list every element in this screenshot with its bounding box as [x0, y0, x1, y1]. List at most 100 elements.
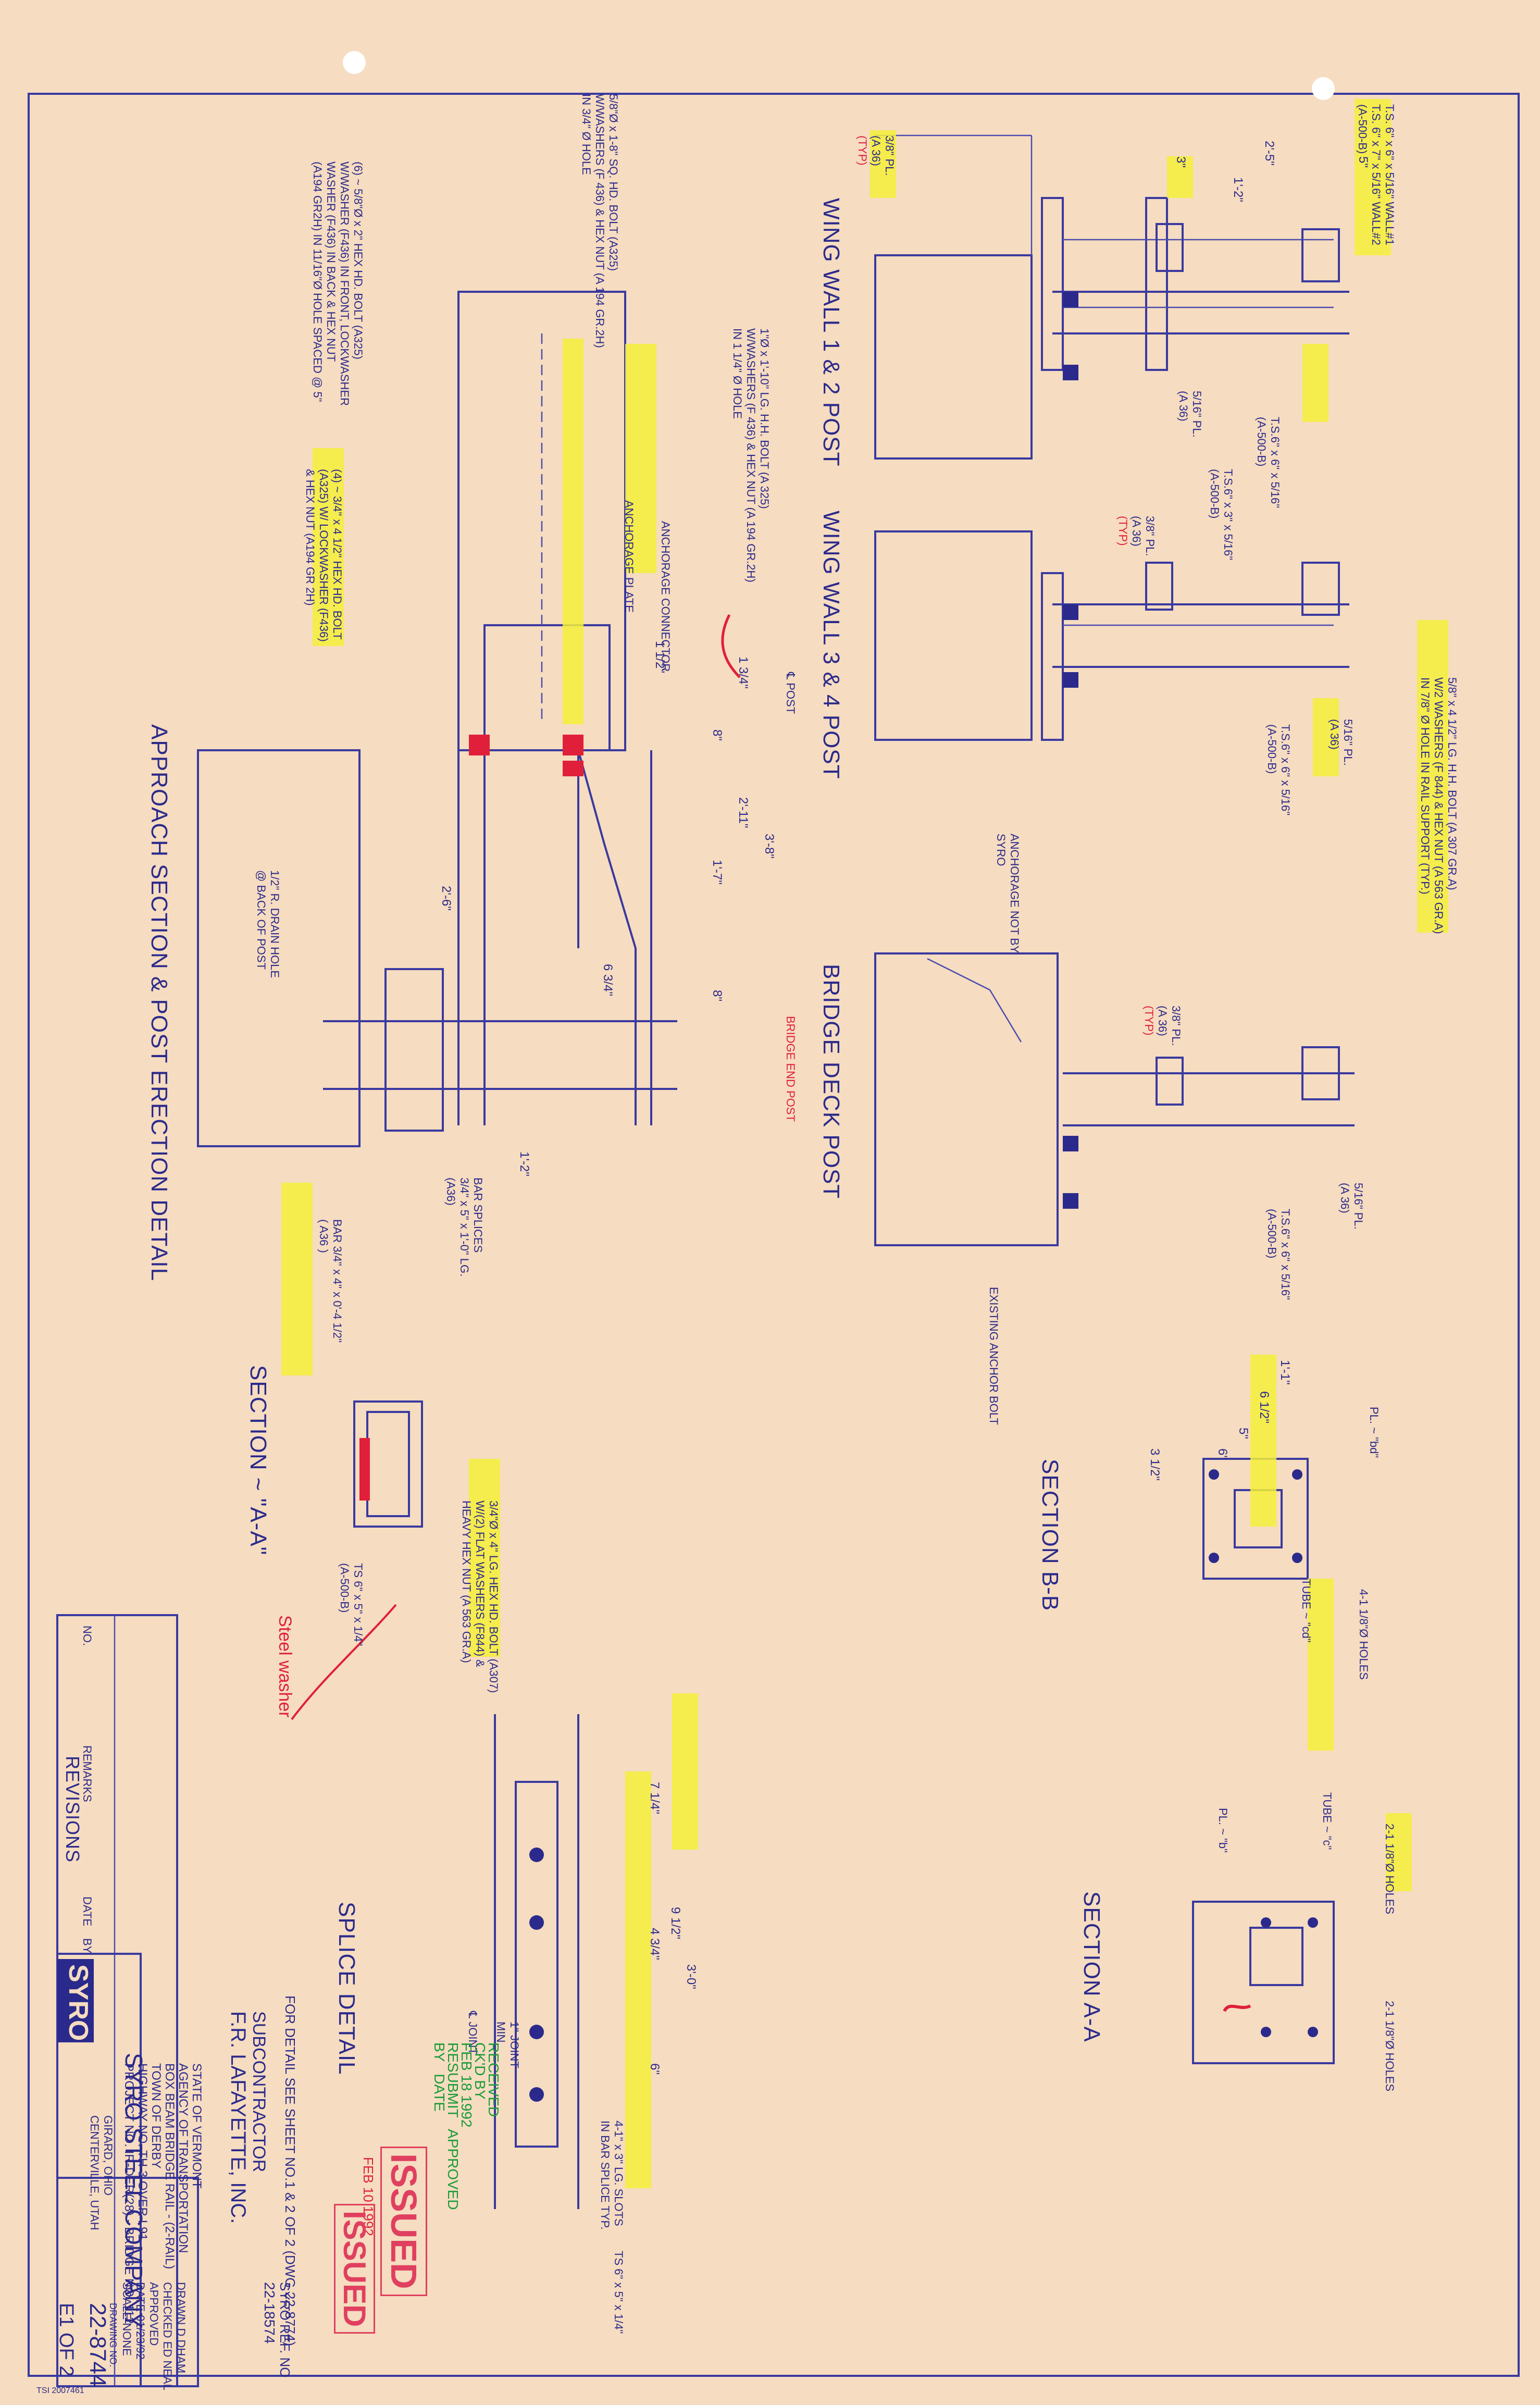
dim-7-14: 7 1/4" — [648, 1782, 662, 1814]
note-ts-6x6-b: T.S.6" x 6" x 5/16"(A-500-B) — [1265, 724, 1292, 816]
note-holes-2: 2-1 1/8"Ø HOLES — [1383, 1824, 1396, 1915]
syro-logo — [57, 1959, 94, 2042]
dim-2-6: 2'-6" — [439, 886, 453, 911]
note-pl-516: 5/16" PL.(A 36) — [1177, 391, 1203, 438]
approach-section-drawing — [197, 291, 677, 1147]
rev-title: REVISIONS — [62, 1756, 83, 1863]
note-tube-cd: TUBE ~ "cd" — [1300, 1579, 1313, 1643]
dim-6-34: 6 3/4" — [601, 964, 615, 996]
note-bar2: BAR 3/4" x 4" x 0'-4 1/2"( A36 ) — [317, 1219, 344, 1343]
note-ts-654b: TS 6" x 5" x 1/4" — [612, 2251, 625, 2334]
note-ts-6x3: T.S.6" x 3" x 5/16"(A-500-B) — [1208, 469, 1235, 561]
dim-3: 3" — [1174, 156, 1188, 168]
dim-1-2b: 1'-2" — [517, 1151, 531, 1176]
view-title-section-aa-small: SECTION ~ "A-A" — [245, 1365, 271, 1556]
note-pl-b: PL. ~ "b" — [1216, 1808, 1229, 1853]
dim-1-2: 1'-2" — [1231, 177, 1245, 202]
note-pl-516-b: 5/16" PL.(A 36) — [1328, 719, 1355, 766]
note-hex6: (6) ~ 5/8"Ø x 2" HEX HD. BOLT (A325)W/WA… — [311, 162, 365, 406]
note-drain: 1/2" R. DRAIN HOLE@ BACK OF POST — [255, 870, 281, 978]
dim-4-34: 4 3/4" — [648, 1928, 662, 1960]
rev-no: NO. — [81, 1626, 94, 1646]
title-syro-ref: 22-18574 — [262, 2282, 278, 2344]
note-holes-2b: 2-1 1/8"Ø HOLES — [1383, 2001, 1396, 2092]
note-pl-516-c: 5/16" PL.(A 36) — [1338, 1183, 1365, 1230]
title-sub-name: F.R. LAFAYETTE, INC. — [227, 2011, 250, 2224]
view-title-section-bb: SECTION B-B — [1037, 1459, 1063, 1611]
note-pl-bd: PL. ~ "bd" — [1368, 1407, 1381, 1458]
redline-mark — [721, 614, 741, 678]
note-bridge-end-post: BRIDGE END POST — [784, 1016, 797, 1122]
dim-6: 6" — [1215, 1448, 1229, 1460]
dim-3-12: 3 1/2" — [1148, 1448, 1162, 1481]
dim-3-0: 3'-0" — [684, 1964, 698, 1989]
title-company: SYRO STEEL COMPANY — [120, 2053, 147, 2329]
punch-hole — [343, 51, 366, 74]
note-four-bolt: (4) ~ 3/4" x 4 1/2" HEX HD. BOLT(A325) W… — [304, 469, 344, 642]
dim-2-5: 2'-5" — [1262, 141, 1276, 166]
stamp-footer: TSI 2007461 — [36, 2386, 84, 2395]
note-ts-6x6: T.S.6" x 6" x 5/16"(A-500-B) — [1255, 417, 1282, 509]
view-title-bridgedeck: BRIDGE DECK POST — [818, 964, 844, 1199]
wing-wall-12-elevation — [874, 134, 1349, 460]
rev-date: DATE — [81, 1896, 94, 1927]
dim-1-1: 1'-1" — [1278, 1360, 1292, 1385]
dim-1-7: 1'-7" — [710, 860, 724, 885]
wing-wall-34-elevation — [874, 530, 1349, 741]
punch-hole — [1312, 77, 1335, 100]
rev-by: BY — [81, 1938, 94, 1954]
note-holes-4: 4-1 1/8"Ø HOLES — [1357, 1589, 1370, 1680]
note-pl-38: 3/8" PL.(A 36)(TYP) — [856, 135, 896, 176]
note-pl-38-c: 3/8" PL.(A 36)(TYP) — [1142, 1006, 1183, 1046]
view-title-wing34: WING WALL 3 & 4 POST — [818, 511, 844, 779]
dim-5: 5" — [1356, 156, 1370, 168]
stamp-issued-2: ISSUED — [334, 2204, 375, 2334]
note-steel-washer: Steel washer — [275, 1615, 295, 1718]
view-title-section-aa: SECTION A-A — [1079, 1891, 1104, 2042]
section-aa-small-drawing — [353, 1400, 423, 1528]
sheet-border — [28, 93, 1520, 2377]
note-aa-bolt: 3/4"Ø x 4" LG. HEX HD. BOLT (A307)W/(2) … — [460, 1501, 500, 1693]
redline-leader — [291, 1604, 397, 1720]
note-cl-post: ℄ POST — [784, 672, 797, 714]
dim-8: 8" — [710, 729, 724, 741]
stamp-issued: ISSUED — [380, 2147, 427, 2296]
view-title-splice: SPLICE DETAIL — [334, 1902, 359, 2075]
dim-9-12: 9 1/2" — [668, 1907, 682, 1939]
view-title-wing12: WING WALL 1 & 2 POST — [818, 198, 844, 467]
note-anch-plate: ANCHORAGE PLATE — [623, 500, 636, 613]
note-ts-6x6-c: T.S.6" x 6" x 5/16"(A-500-B) — [1265, 1209, 1292, 1300]
note-pl-38-b: 3/8" PL.(A 36)(TYP) — [1116, 516, 1157, 556]
dim-5b: 5" — [1236, 1428, 1250, 1439]
title-subcontractor: SUBCONTRACTOR — [249, 2011, 269, 2173]
dim-6-12: 6 1/2" — [1257, 1391, 1271, 1423]
title-sheet: E1 OF 2 — [55, 2303, 77, 2377]
note-ts-654: TS 6" x 5" x 1/4"(A-500-B) — [338, 1563, 365, 1646]
note-sq-bolt: 5/8"Ø x 1-8" SQ. HD. BOLT (A325)W/WASHER… — [580, 94, 620, 348]
dim-3-8: 3'-8" — [762, 834, 776, 859]
syro-logo-text: SYRO — [63, 1964, 93, 2041]
title-block-frame — [56, 2177, 199, 2387]
bridge-deck-elevation — [874, 952, 1355, 1246]
view-title-approach: APPROACH SECTION & POST ERECTION DETAIL — [146, 724, 172, 1282]
note-bolt-58: 5/8" x 4 1/2" LG. H.H. BOLT (A 307 GR.A)… — [1419, 677, 1459, 934]
dim-6b: 6" — [648, 2063, 662, 2075]
title-syro-ref-label: SYRO REF. NO — [277, 2282, 293, 2378]
note-existing-anchor: EXISTING ANCHOR BOLT — [987, 1287, 1000, 1425]
title-drawing-no: 22-8744 — [85, 2303, 110, 2387]
dim-1-half: 1 1/2" — [653, 641, 667, 673]
stamp-received: RECEIVED CK'D BY FEB 18 1992 RESUBMIT AP… — [431, 2042, 502, 2210]
section-aa-drawing — [1192, 1901, 1335, 2064]
note-hh-bolt: 1"Ø x 1'-10" LG. H.H. BOLT (A 325)W/WASH… — [731, 328, 771, 582]
splice-detail-drawing — [494, 1714, 579, 2209]
dim-8b: 8" — [710, 990, 724, 1001]
dim-2-11: 2'-11" — [736, 797, 750, 828]
note-tube-c: TUBE ~ "c" — [1321, 1792, 1334, 1850]
